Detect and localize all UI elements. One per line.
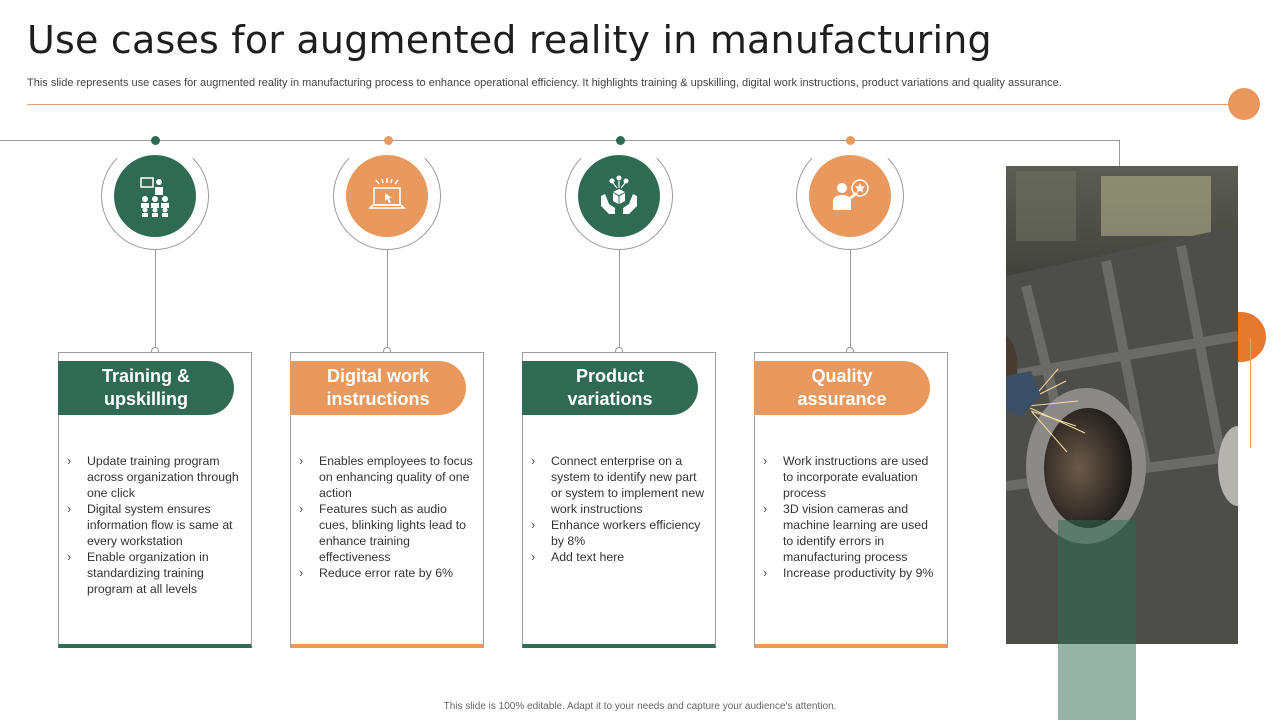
icon-ring xyxy=(333,142,441,250)
bullet-item: Update training program across organizat… xyxy=(67,453,243,501)
card-stem xyxy=(387,250,388,350)
icon-ring xyxy=(101,142,209,250)
side-accent-tab xyxy=(1238,312,1266,362)
card-title-pill: Quality assurance xyxy=(754,361,930,415)
connector-dot xyxy=(846,136,855,145)
card-digital-work-instructions: Digital work instructions Enables employe… xyxy=(290,352,484,648)
card-stem xyxy=(155,250,156,350)
card-training-upskilling: Training & upskilling Update training pro… xyxy=(58,352,252,648)
bullet-list: Enables employees to focus on enhancing … xyxy=(299,453,475,581)
bullet-item: 3D vision cameras and machine learning a… xyxy=(763,501,939,565)
card-title-line: Digital work xyxy=(326,366,429,386)
bullet-item: Features such as audio cues, blinking li… xyxy=(299,501,475,565)
card-title-pill: Training & upskilling xyxy=(58,361,234,415)
card-title-pill: Digital work instructions xyxy=(290,361,466,415)
bullet-item: Digital system ensures information flow … xyxy=(67,501,243,549)
card-quality-assurance: Quality assurance Work instructions are u… xyxy=(754,352,948,648)
side-accent-line xyxy=(1250,338,1251,448)
card-title-line: Training & xyxy=(101,366,190,386)
bullet-item: Enhance workers efficiency by 8% xyxy=(531,517,707,549)
footer-note: This slide is 100% editable. Adapt it to… xyxy=(443,701,837,712)
card-title-line: upskilling xyxy=(103,389,188,409)
bullet-item: Enables employees to focus on enhancing … xyxy=(299,453,475,501)
card-title-line: Product xyxy=(575,366,644,386)
quality-badge-person-icon xyxy=(809,155,891,237)
decorative-green-bar xyxy=(1058,520,1136,720)
laptop-touch-icon xyxy=(346,155,428,237)
bullet-list: Update training program across organizat… xyxy=(67,453,243,597)
connector-dot xyxy=(384,136,393,145)
presenter-audience-icon xyxy=(114,155,196,237)
bullet-item: Reduce error rate by 6% xyxy=(299,565,475,581)
card-title-line: variations xyxy=(567,389,653,409)
hands-box-icon xyxy=(578,155,660,237)
connector-dot xyxy=(616,136,625,145)
card-title-line: Quality xyxy=(811,366,873,386)
bullet-list: Work instructions are used to incorporat… xyxy=(763,453,939,581)
bullet-item: Enable organization in standardizing tra… xyxy=(67,549,243,597)
icon-ring xyxy=(796,142,904,250)
bullet-item: Work instructions are used to incorporat… xyxy=(763,453,939,501)
slide-title: Use cases for augmented reality in manuf… xyxy=(27,18,992,62)
bullet-item: Connect enterprise on a system to identi… xyxy=(531,453,707,517)
timeline-connector xyxy=(0,140,1120,141)
connector-dot xyxy=(151,136,160,145)
timeline-connector-drop xyxy=(1119,140,1120,166)
bullet-list: Connect enterprise on a system to identi… xyxy=(531,453,707,565)
card-title-line: instructions xyxy=(326,389,430,409)
card-stem xyxy=(850,250,851,350)
card-title-pill: Product variations xyxy=(522,361,698,415)
title-divider xyxy=(27,104,1232,105)
bullet-item: Add text here xyxy=(531,549,707,565)
accent-dot xyxy=(1228,88,1260,120)
slide-subtitle: This slide represents use cases for augm… xyxy=(27,77,1062,89)
bullet-item: Increase productivity by 9% xyxy=(763,565,939,581)
card-stem xyxy=(619,250,620,350)
card-product-variations: Product variations Connect enterprise on … xyxy=(522,352,716,648)
icon-ring xyxy=(565,142,673,250)
card-title-line: assurance xyxy=(797,389,887,409)
